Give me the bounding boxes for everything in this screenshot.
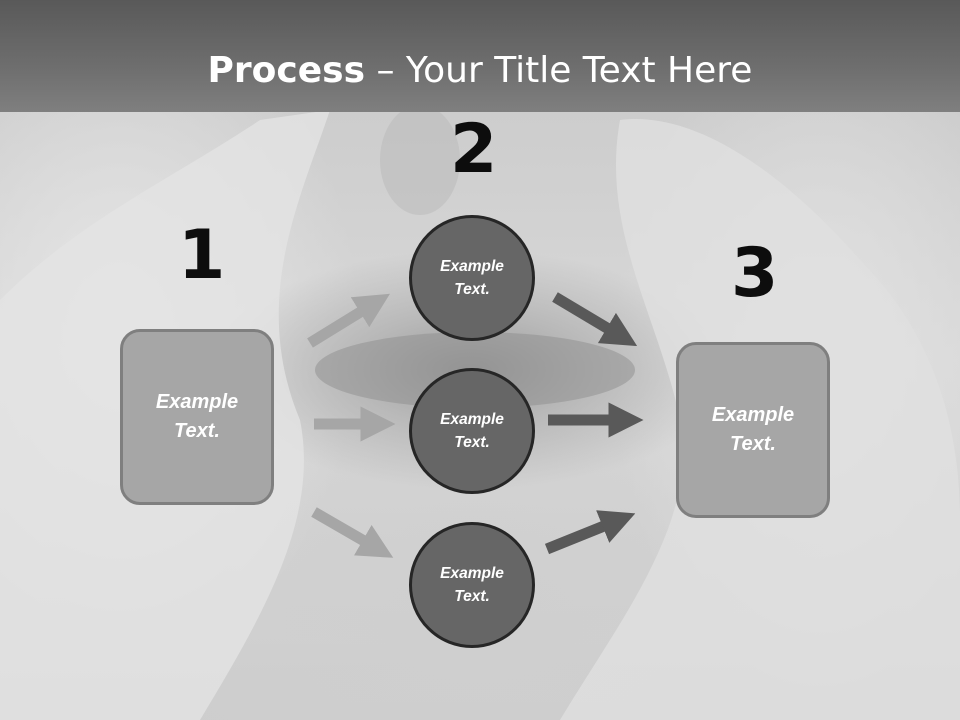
title-rest: – Your Title Text Here [365, 50, 753, 91]
step-box-3-text: Example Text. [711, 404, 795, 455]
step-circle-bottom-text: Example Text. [440, 564, 504, 605]
arrow-left-lower [311, 507, 394, 558]
step-circle-middle-text: Example Text. [440, 410, 504, 451]
step-number-2: 2 [450, 110, 498, 189]
step-box-3: Example Text. [676, 342, 830, 518]
step-circle-top: Example Text. [409, 215, 535, 341]
step-circle-middle: Example Text. [409, 368, 535, 494]
step-circle-bottom: Example Text. [409, 522, 535, 648]
step-circle-top-text: Example Text. [440, 257, 504, 298]
title-bold: Process [207, 50, 366, 91]
step-box-1-text: Example Text. [155, 391, 239, 442]
arrow-right-upper [552, 292, 638, 347]
step-box-1: Example Text. [120, 329, 274, 505]
step-number-3: 3 [731, 234, 779, 313]
arrow-right-lower [544, 510, 636, 555]
slide-title: Process – Your Title Text Here [0, 50, 960, 91]
arrow-left-upper [307, 293, 390, 348]
title-bar [0, 0, 960, 112]
step-number-1: 1 [178, 216, 226, 295]
